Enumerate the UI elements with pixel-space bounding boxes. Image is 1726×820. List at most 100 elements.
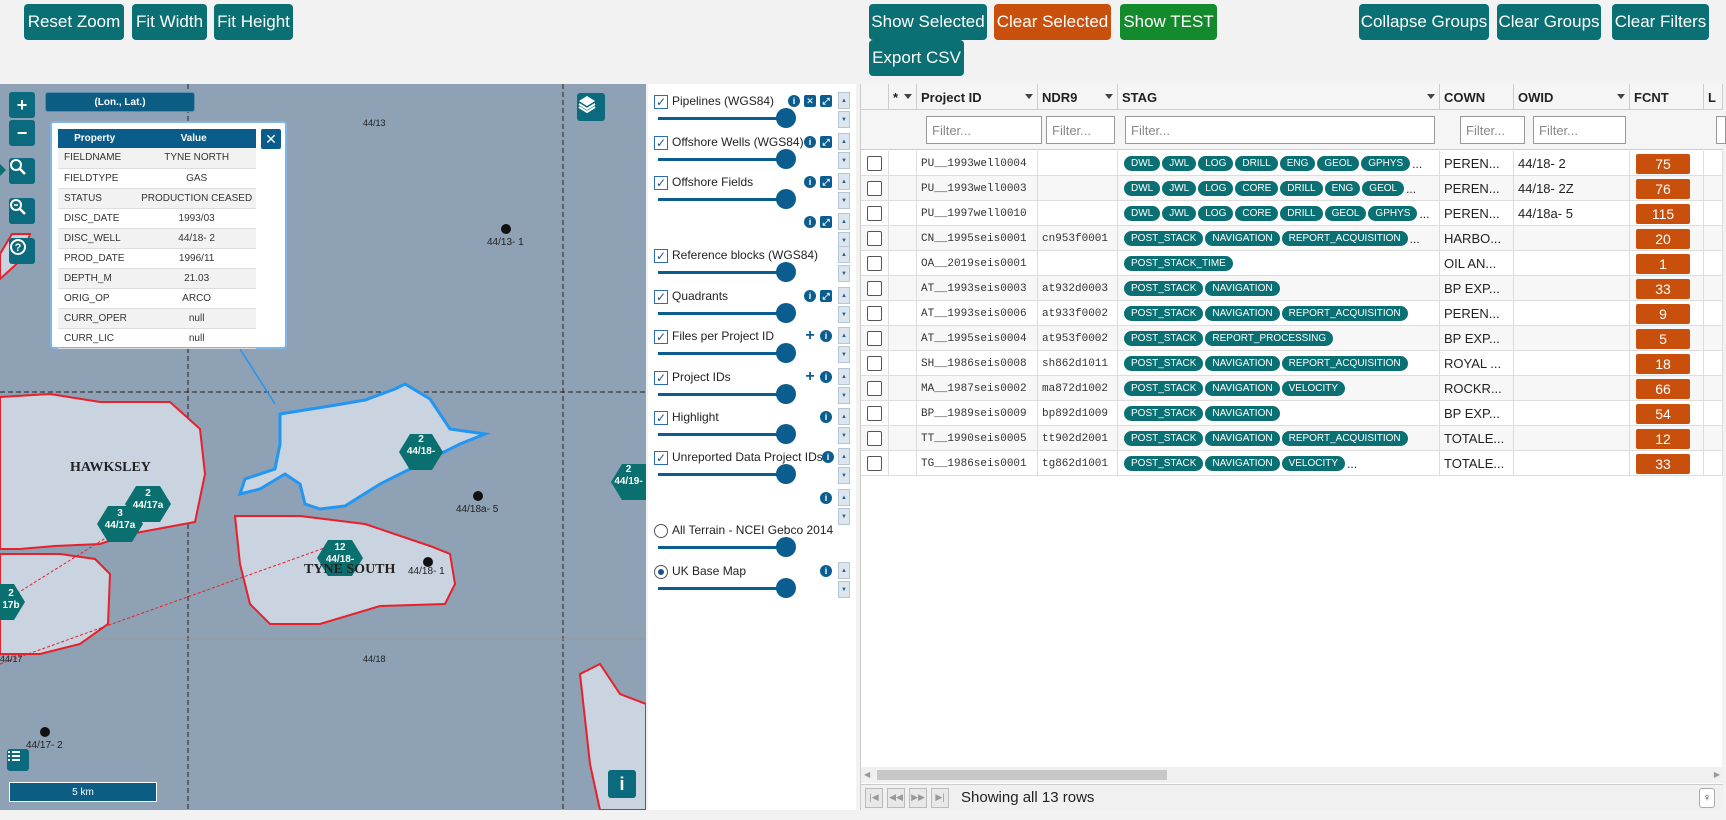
order-spinner[interactable]: ▲▼ [838,368,850,404]
column-header-project-id[interactable]: Project ID [917,84,1038,110]
last-page-button[interactable]: ▶| [931,787,949,808]
chevron-down-icon[interactable] [1025,94,1033,99]
slider-knob[interactable] [776,343,796,363]
slider-knob[interactable] [776,384,796,404]
map-canvas[interactable] [0,84,646,810]
row-checkbox[interactable] [867,181,882,196]
row-checkbox[interactable] [867,381,882,396]
order-spinner[interactable]: ▲▼ [838,287,850,323]
row-checkbox[interactable] [867,231,882,246]
basemap-all-terrain[interactable]: All Terrain - NCEI Gebco 2014 [654,521,854,561]
layer-checkbox[interactable]: ✓ [654,371,668,385]
row-select-cell[interactable] [861,326,889,351]
basemap-uk[interactable]: UK Base Map i ▲▼ [654,562,854,602]
prev-page-button[interactable]: ◀◀ [887,787,905,808]
reset-zoom-button[interactable]: Reset Zoom [24,4,124,40]
chevron-down-icon[interactable] [1617,94,1625,99]
order-spinner[interactable]: ▲▼ [838,408,850,444]
order-spinner[interactable]: ▲▼ [838,92,850,128]
basemap-radio[interactable] [654,565,668,579]
info-icon[interactable]: i [804,136,816,148]
plus-icon[interactable]: + [805,327,815,344]
show-selected-button[interactable]: Show Selected [869,4,987,40]
row-select-cell[interactable] [861,351,889,376]
collapse-groups-button[interactable]: Collapse Groups [1359,4,1489,40]
close-icon[interactable]: ✕ [804,95,816,107]
next-page-button[interactable]: ▶▶ [909,787,927,808]
opacity-slider[interactable] [658,464,796,484]
layer-checkbox[interactable]: ✓ [654,176,668,190]
info-icon[interactable]: i [804,216,816,228]
opacity-slider[interactable] [658,149,796,169]
order-spinner[interactable]: ▲▼ [838,448,850,484]
zoom-to-icon[interactable]: ⤢ [820,176,832,188]
order-spinner[interactable]: ▲▼ [838,489,850,525]
row-select-cell[interactable] [861,426,889,451]
layer-checkbox[interactable]: ✓ [654,95,668,109]
row-checkbox[interactable] [867,456,882,471]
row-checkbox[interactable] [867,331,882,346]
column-header-l[interactable]: L [1704,84,1723,110]
show-test-button[interactable]: Show TEST [1120,4,1217,40]
layer-checkbox[interactable]: ✓ [654,411,668,425]
column-header-star[interactable]: * [889,84,917,110]
row-checkbox[interactable] [867,306,882,321]
opacity-slider[interactable] [658,262,796,282]
order-spinner[interactable]: ▲▼ [838,213,850,249]
export-csv-button[interactable]: Export CSV [869,40,964,76]
zoom-to-icon[interactable]: ⤢ [820,216,832,228]
filter-ndr9[interactable]: Filter... [1046,116,1115,144]
info-icon[interactable]: i [820,492,832,504]
chevron-down-icon[interactable] [1105,94,1113,99]
info-icon[interactable]: i [804,176,816,188]
column-header-owid[interactable]: OWID [1514,84,1630,110]
zoom-to-icon[interactable]: ⤢ [820,95,832,107]
scroll-left-icon[interactable]: ◀ [864,770,871,779]
chevron-down-icon[interactable] [904,94,912,99]
row-select-cell[interactable] [861,401,889,426]
slider-knob[interactable] [776,578,796,598]
layer-offshore-fields[interactable]: ✓ Offshore Fields i⤢ ▲▼ [654,173,854,213]
row-select-cell[interactable] [861,151,889,176]
row-select-cell[interactable] [861,176,889,201]
info-icon[interactable]: i [608,770,636,798]
row-checkbox[interactable] [867,431,882,446]
slider-knob[interactable] [776,189,796,209]
order-spinner[interactable]: ▲▼ [838,327,850,363]
order-spinner[interactable]: ▲▼ [838,173,850,209]
layer-offshore-wells[interactable]: ✓ Offshore Wells (WGS84) i⤢ ▲▼ [654,133,854,173]
info-icon[interactable]: i [820,371,832,383]
first-page-button[interactable]: |◀ [865,787,883,808]
row-select-cell[interactable] [861,376,889,401]
layer-checkbox[interactable]: ✓ [654,290,668,304]
zoom-extent-icon[interactable] [9,198,35,224]
opacity-slider[interactable] [658,303,796,323]
lightbulb-icon[interactable]: ♀ [1699,788,1715,808]
opacity-slider[interactable] [658,424,796,444]
slider-knob[interactable] [776,149,796,169]
layer-files-per-project[interactable]: ✓ Files per Project ID +i ▲▼ [654,327,854,367]
zoom-to-icon[interactable]: ⤢ [820,136,832,148]
opacity-slider[interactable] [658,343,796,363]
column-header-fcnt[interactable]: FCNT [1630,84,1704,110]
clear-selected-button[interactable]: Clear Selected [994,4,1111,40]
row-checkbox[interactable] [867,356,882,371]
basemap-radio[interactable] [654,524,668,538]
row-select-cell[interactable] [861,251,889,276]
horizontal-scrollbar[interactable]: ◀ ▶ [861,767,1723,783]
info-icon[interactable]: i [820,565,832,577]
zoom-in-button[interactable]: + [9,92,35,118]
zoom-out-button[interactable]: − [9,120,35,146]
help-icon[interactable]: ? [9,238,35,264]
info-icon[interactable]: i [820,411,832,423]
row-checkbox[interactable] [867,281,882,296]
